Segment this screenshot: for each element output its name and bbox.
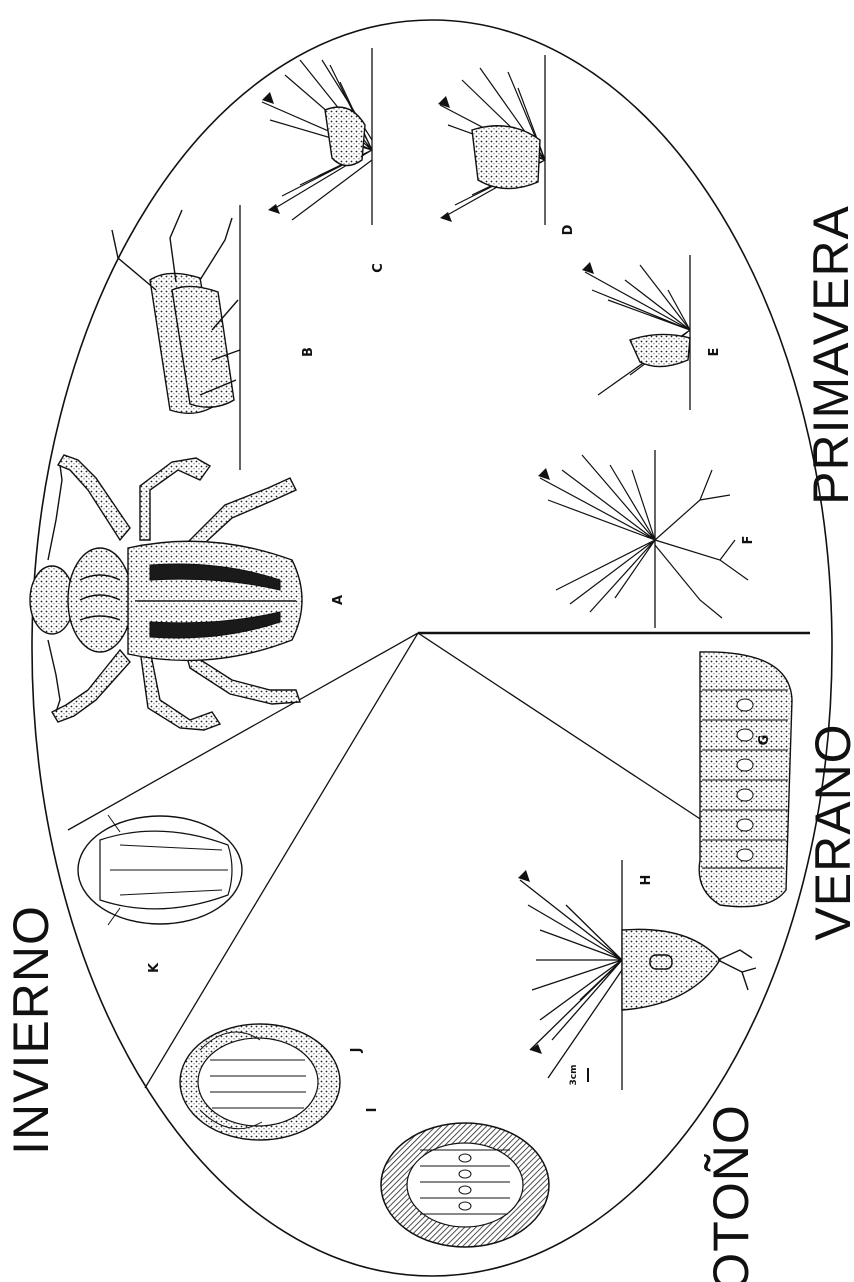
teneral-adult-in-cell-illustration — [78, 815, 242, 925]
svg-text:3cm: 3cm — [569, 1065, 579, 1086]
larva-in-cell-illustration — [381, 1123, 549, 1247]
adult-beetle-illustration — [30, 455, 302, 730]
grass-tuft-d-illustration — [438, 55, 545, 225]
grass-tuft-e-illustration — [582, 255, 690, 410]
mating-pair-illustration — [112, 205, 240, 470]
season-primavera: PRIMAVERA — [803, 205, 854, 505]
label-g: G — [757, 735, 772, 746]
season-verano: VERANO — [805, 723, 854, 940]
season-otono: OTOÑO — [703, 1104, 759, 1282]
label-e: E — [707, 348, 722, 357]
pupa-in-cell-illustration — [180, 1024, 340, 1140]
mature-larva-illustration — [699, 652, 792, 907]
label-f: F — [741, 536, 756, 545]
label-d: D — [561, 224, 576, 235]
label-a: A — [331, 595, 346, 605]
label-b: B — [301, 347, 316, 357]
grass-tuft-c-illustration — [262, 48, 372, 225]
season-invierno: INVIERNO — [3, 905, 59, 1155]
label-k: K — [147, 962, 162, 973]
label-h: H — [639, 875, 654, 886]
scale-bar: 3cm — [569, 1065, 588, 1086]
label-i: I — [365, 1108, 380, 1113]
label-c: C — [371, 263, 386, 273]
grass-tuft-f-illustration — [538, 450, 748, 628]
label-j: J — [349, 1048, 364, 1054]
